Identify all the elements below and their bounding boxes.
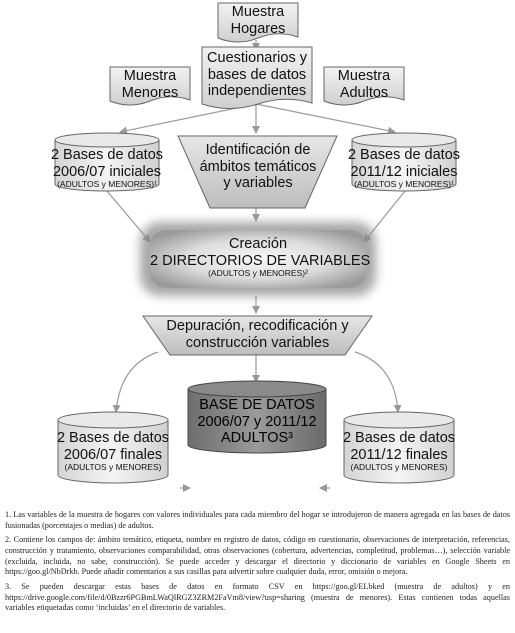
cuestionarios-shape xyxy=(201,46,313,109)
creacion-shape xyxy=(150,230,366,288)
footnote-1: 1. Las variables de la muestra de hogare… xyxy=(5,510,510,530)
creacion-node: Creación 2 DIRECTORIOS DE VARIABLES (ADU… xyxy=(150,236,371,279)
muestra-hogares-shape xyxy=(217,2,299,43)
bases-iniciales-1112-node: 2 Bases de datos 2011/12 iniciales (ADUL… xyxy=(347,147,461,190)
bases-finales-0607-shape xyxy=(57,411,169,484)
depuracion-shape xyxy=(142,315,373,356)
creacion-line1: Creación xyxy=(228,236,288,252)
footnotes: 1. Las variables de la muestra de hogare… xyxy=(5,510,510,618)
footnote-2: 2. Contiene los campos de: ámbito temáti… xyxy=(5,535,510,577)
identificacion-shape xyxy=(177,135,338,209)
bases-iniciales-0607-title: 2 Bases de datos 2006/07 iniciales xyxy=(50,147,164,180)
bases-iniciales-1112-shape xyxy=(351,132,457,192)
creacion-sub: (ADULTOS y MENORES)² xyxy=(208,268,308,279)
depuracion-label: Depuración, recodificación y construcció… xyxy=(166,318,349,351)
bases-iniciales-1112-title: 2 Bases de datos 2011/12 iniciales xyxy=(347,147,461,180)
bases-iniciales-1112-sub: (ADULTOS y MENORES)¹ xyxy=(354,179,454,190)
creacion-line2: 2 DIRECTORIOS DE VARIABLES xyxy=(150,252,371,269)
base-datos-adultos-label: BASE DE DATOS 2006/07 y 2011/12 ADULTOS³ xyxy=(197,397,317,447)
muestra-menores-shape xyxy=(109,66,191,106)
bases-iniciales-0607-shape xyxy=(54,132,160,192)
base-datos-adultos-shape xyxy=(187,380,327,454)
muestra-adultos-label: Muestra Adultos xyxy=(337,68,391,101)
bases-iniciales-0607-node: 2 Bases de datos 2006/07 iniciales (ADUL… xyxy=(50,147,164,190)
muestra-menores-label: Muestra Menores xyxy=(121,68,179,101)
identificacion-label: Identificación de ámbitos temáticos y va… xyxy=(199,142,317,192)
cuestionarios-label: Cuestionarios y bases de datos independi… xyxy=(207,50,307,100)
bases-finales-0607-sub: (ADULTOS y MENORES) xyxy=(64,462,162,473)
bases-finales-1112-node: 2 Bases de datos 2011/12 finales (ADULTO… xyxy=(339,430,459,473)
muestra-hogares-label: Muestra Hogares xyxy=(230,4,286,37)
bases-finales-1112-shape xyxy=(343,411,455,484)
diagram-shapes xyxy=(54,2,457,492)
bases-finales-0607-title: 2 Bases de datos 2006/07 finales xyxy=(56,430,170,463)
flow-diagram: Muestra Hogares Muestra Menores Muestra … xyxy=(50,2,461,492)
bases-iniciales-0607-sub: (ADULTOS y MENORES)¹ xyxy=(57,179,157,190)
muestra-adultos-shape xyxy=(323,66,405,106)
bases-finales-1112-title: 2 Bases de datos 2011/12 finales xyxy=(342,430,456,463)
bases-finales-1112-sub: (ADULTOS y MENORES) xyxy=(350,462,448,473)
footnote-3: 3. Se pueden descargar estas bases de da… xyxy=(5,581,510,613)
bases-finales-0607-node: 2 Bases de datos 2006/07 finales (ADULTO… xyxy=(53,430,173,473)
